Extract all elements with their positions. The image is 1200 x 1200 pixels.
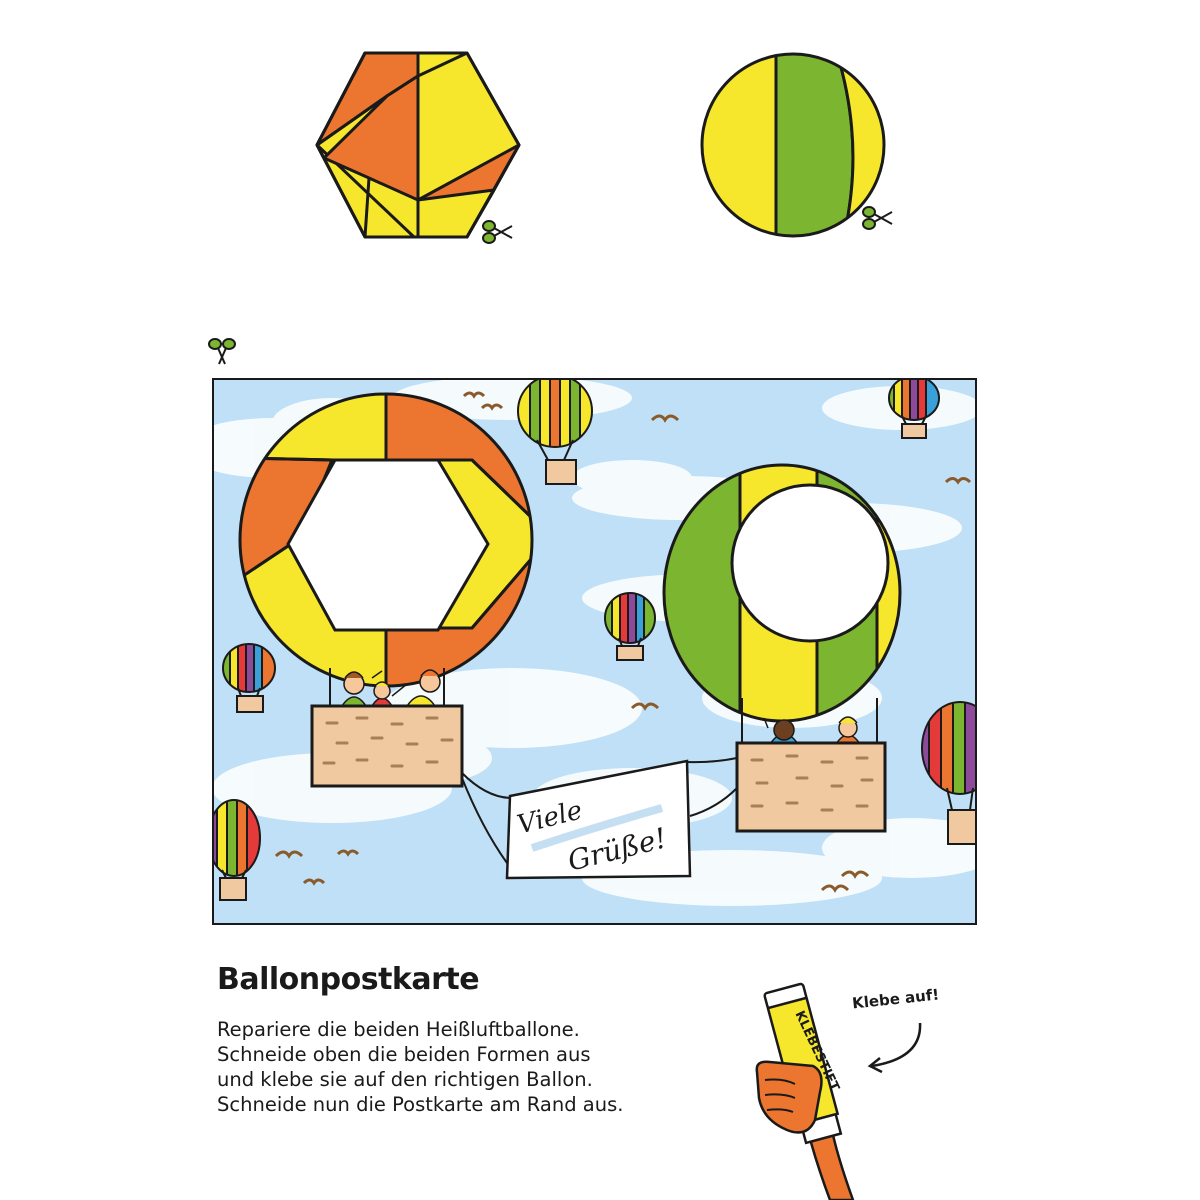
hot-air-balloon-icon	[604, 592, 656, 661]
instruction-line: und klebe sie auf den richtigen Ballon.	[217, 1068, 593, 1091]
circle-hole	[730, 483, 890, 643]
greeting-banner	[505, 759, 692, 880]
instruction-line: Repariere die beiden Heißluftballone.	[217, 1018, 580, 1041]
hot-air-balloon-icon	[517, 378, 593, 485]
curved-arrow-icon	[860, 1018, 930, 1078]
instruction-line: Schneide nun die Postkarte am Rand aus.	[217, 1093, 624, 1116]
cutout-hexagon-piece[interactable]	[314, 50, 524, 240]
scissors-icon	[482, 218, 516, 246]
child-figure-icon	[340, 669, 441, 707]
hot-air-balloon-icon	[888, 378, 940, 439]
hot-air-balloon-icon	[212, 799, 261, 901]
instruction-line: Schneide oben die beiden Formen aus	[217, 1043, 591, 1066]
postcard[interactable]: Viele Grüße!	[212, 378, 977, 925]
scissors-icon	[862, 204, 896, 232]
instructions: Repariere die beiden Heißluftballone. Sc…	[217, 1017, 687, 1117]
glue-stick-icon: KLEBESTIFT	[735, 980, 875, 1200]
hot-air-balloon-icon	[921, 701, 977, 845]
bird-icon	[274, 391, 972, 893]
page-title: Ballonpostkarte	[217, 962, 480, 997]
hot-air-balloon-icon	[222, 643, 276, 713]
scissors-icon	[205, 336, 239, 366]
postcard-border	[212, 378, 977, 925]
hexagon-hole	[286, 458, 490, 632]
cutout-circle-piece[interactable]	[698, 50, 888, 240]
